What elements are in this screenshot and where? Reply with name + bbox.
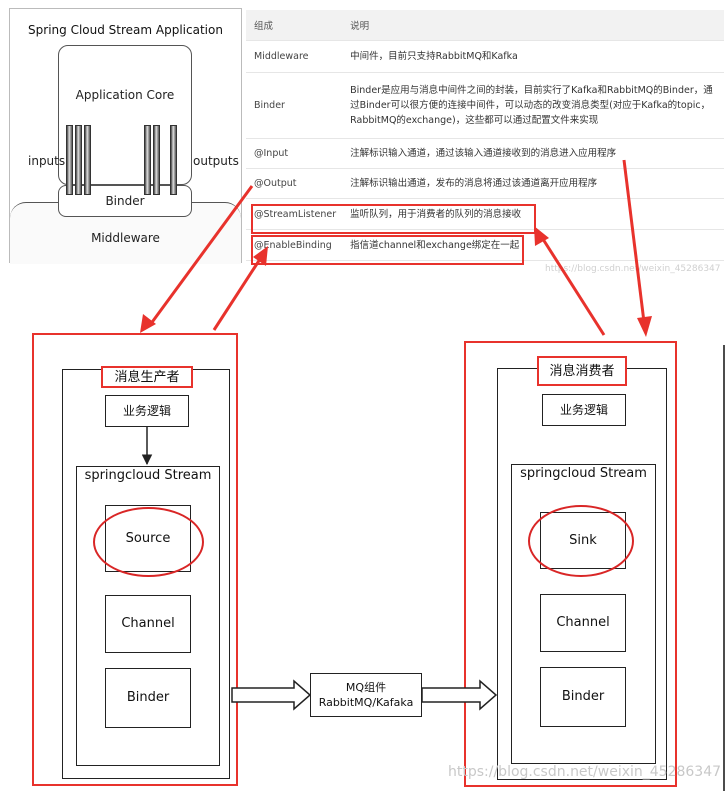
stream-listener-highlight [251, 204, 536, 234]
outputs-label: outputs [193, 154, 239, 168]
consumer-highlight-panel [464, 341, 677, 787]
table-cell-name: Middleware [246, 40, 343, 73]
input-pipe [66, 125, 73, 195]
consumer-channel-box: Channel [540, 594, 626, 652]
output-pipe [153, 125, 160, 195]
table-row: @StreamListener 监听队列，用于消费者的队列的消息接收 [246, 198, 724, 230]
producer-stream-label: springcloud Stream [84, 468, 212, 483]
stream-listener-callout-line [539, 235, 606, 336]
table-cell-name: Binder [246, 72, 343, 139]
enable-binding-callout-line [212, 255, 264, 331]
table-row: @Output 注解标识输出通道，发布的消息将通过该通道离开应用程序 [246, 168, 724, 199]
mq-line1: MQ组件 [345, 681, 387, 694]
output-pipe [144, 125, 151, 195]
table-row: Binder Binder是应用与消息中间件之间的封装，目前实行了Kafka和R… [246, 72, 724, 139]
table-row: @Input 注解标识输入通道，通过该输入通道接收到的消息进入应用程序 [246, 138, 724, 169]
table-cell-name: @StreamListener [246, 198, 343, 230]
mq-to-binder-arrow [421, 679, 498, 711]
enable-binding-highlight [251, 235, 524, 265]
binder-label: Binder [105, 194, 145, 208]
input-callout-arrowhead [637, 316, 652, 337]
output-callout-line [148, 185, 254, 326]
enable-binding-callout-arrowhead [253, 246, 268, 266]
producer-channel-box: Channel [105, 595, 191, 653]
table-header-row: 组成 说明 [246, 10, 724, 41]
table-cell-desc: 监听队列，用于消费者的队列的消息接收 [342, 198, 724, 230]
table-cell-desc: 注解标识输入通道，通过该输入通道接收到的消息进入应用程序 [342, 138, 724, 169]
table-header: 说明 [342, 10, 724, 41]
application-core-label: Application Core [75, 88, 175, 102]
input-pipe [84, 125, 91, 195]
binder-block: Binder [58, 185, 192, 217]
component-table: 组成 说明 Middleware 中间件，目前只支持RabbitMQ和Kafka… [246, 10, 724, 261]
middleware-label: Middleware [91, 231, 160, 245]
table-row: @EnableBinding 指信道channel和exchange绑定在一起 [246, 229, 724, 261]
input-pipe [75, 125, 82, 195]
binder-to-mq-arrow [231, 679, 312, 711]
table-header: 组成 [246, 10, 343, 41]
table-cell-name: @Input [246, 138, 343, 169]
watermark: https://blog.csdn.net/weixin_45286347 [545, 264, 721, 274]
table-cell-desc: 中间件，目前只支持RabbitMQ和Kafka [342, 40, 724, 73]
source-highlight-ring [93, 507, 204, 577]
producer-title: 消息生产者 [101, 366, 193, 388]
mq-component-box: MQ组件 RabbitMQ/Kafaka [310, 673, 422, 717]
producer-highlight-panel [32, 333, 238, 786]
watermark: https://blog.csdn.net/weixin_45286347 [448, 764, 722, 780]
consumer-binder-box: Binder [540, 667, 626, 727]
output-pipe [170, 125, 177, 195]
table-row: Middleware 中间件，目前只支持RabbitMQ和Kafka [246, 40, 724, 73]
table-cell-desc: 指信道channel和exchange绑定在一起 [342, 229, 724, 261]
consumer-stream-label: springcloud Stream [520, 466, 647, 481]
producer-binder-box: Binder [105, 668, 191, 728]
table-cell-desc: Binder是应用与消息中间件之间的封装，目前实行了Kafka和RabbitMQ… [342, 72, 724, 139]
inputs-label: inputs [28, 154, 66, 168]
output-callout-arrowhead [140, 314, 156, 333]
mq-line2: RabbitMQ/Kafaka [318, 696, 414, 709]
producer-logic-box: 业务逻辑 [105, 395, 189, 427]
sink-highlight-ring [528, 505, 634, 577]
table-cell-desc: 注解标识输出通道，发布的消息将通过该通道离开应用程序 [342, 168, 724, 199]
architecture-figure: Spring Cloud Stream Application Middlewa… [9, 8, 242, 264]
consumer-title: 消息消费者 [537, 356, 627, 386]
architecture-title: Spring Cloud Stream Application [28, 23, 223, 37]
input-callout-line [622, 159, 646, 323]
consumer-logic-box: 业务逻辑 [542, 394, 626, 426]
stream-listener-callout-arrowhead [534, 226, 549, 246]
table-cell-name: @Output [246, 168, 343, 199]
